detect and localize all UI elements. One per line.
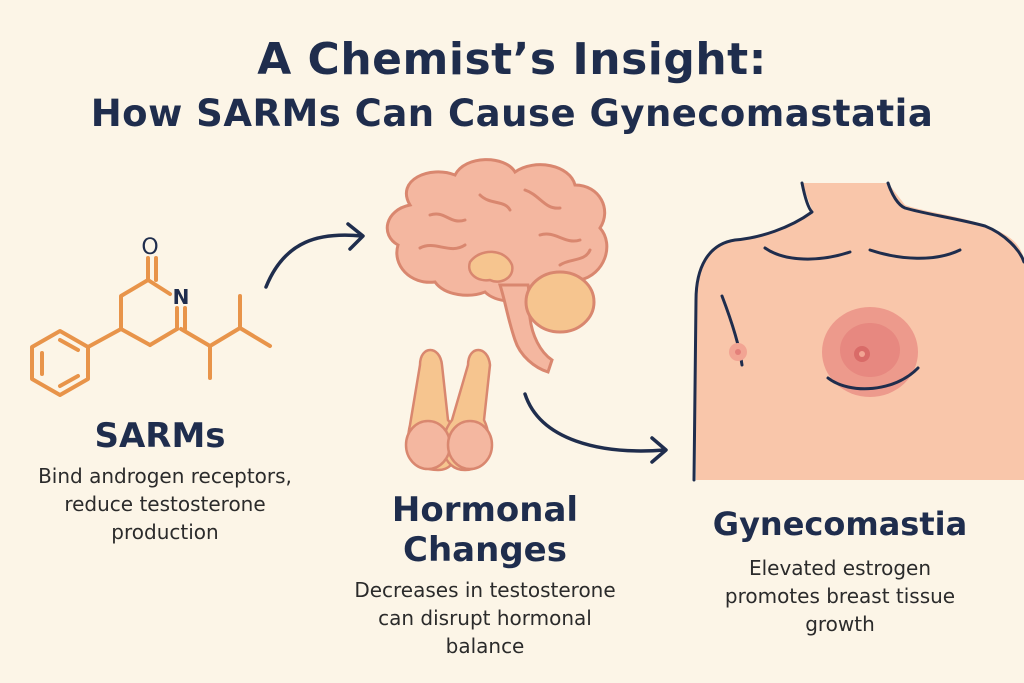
- gynecomastia-description-line: Elevated estrogen: [748, 556, 932, 580]
- hormonal-description-line: can disrupt hormonal: [378, 606, 592, 630]
- testes-icon: [404, 348, 494, 472]
- sarms-description: Bind androgen receptors, reduce testoste…: [0, 462, 330, 546]
- sarms-description-line: production: [111, 520, 219, 544]
- hormonal-heading-line: Hormonal: [391, 490, 579, 530]
- hormonal-description: Decreases in testosterone can disrupt ho…: [320, 576, 650, 660]
- sarms-heading: SARMs: [94, 416, 226, 456]
- sarms-description-line: Bind androgen receptors,: [38, 464, 292, 488]
- sarm-molecule-icon: [30, 256, 272, 397]
- hormonal-description-line: Decreases in testosterone: [354, 578, 616, 602]
- gynecomastia-description-line: growth: [805, 612, 875, 636]
- brain-icon: [385, 158, 609, 374]
- chest-icon: [692, 181, 1024, 482]
- hormonal-heading-line: Changes: [403, 530, 567, 570]
- hormonal-heading: Hormonal Changes: [350, 490, 620, 570]
- page-subtitle: How SARMs Can Cause Gynecomastatia: [90, 92, 934, 135]
- hormonal-description-line: balance: [445, 634, 525, 658]
- gynecomastia-heading: Gynecomastia: [712, 505, 968, 543]
- oxygen-atom-label: O: [141, 235, 158, 260]
- nitrogen-atom-label: N: [173, 285, 190, 309]
- arrow-icon: [523, 392, 668, 464]
- page-title: A Chemist’s Insight:: [257, 34, 767, 85]
- gynecomastia-description-line: promotes breast tissue: [724, 584, 956, 608]
- sarms-description-line: reduce testosterone: [64, 492, 266, 516]
- gynecomastia-description: Elevated estrogen promotes breast tissue…: [670, 554, 1010, 638]
- arrow-icon: [264, 222, 365, 289]
